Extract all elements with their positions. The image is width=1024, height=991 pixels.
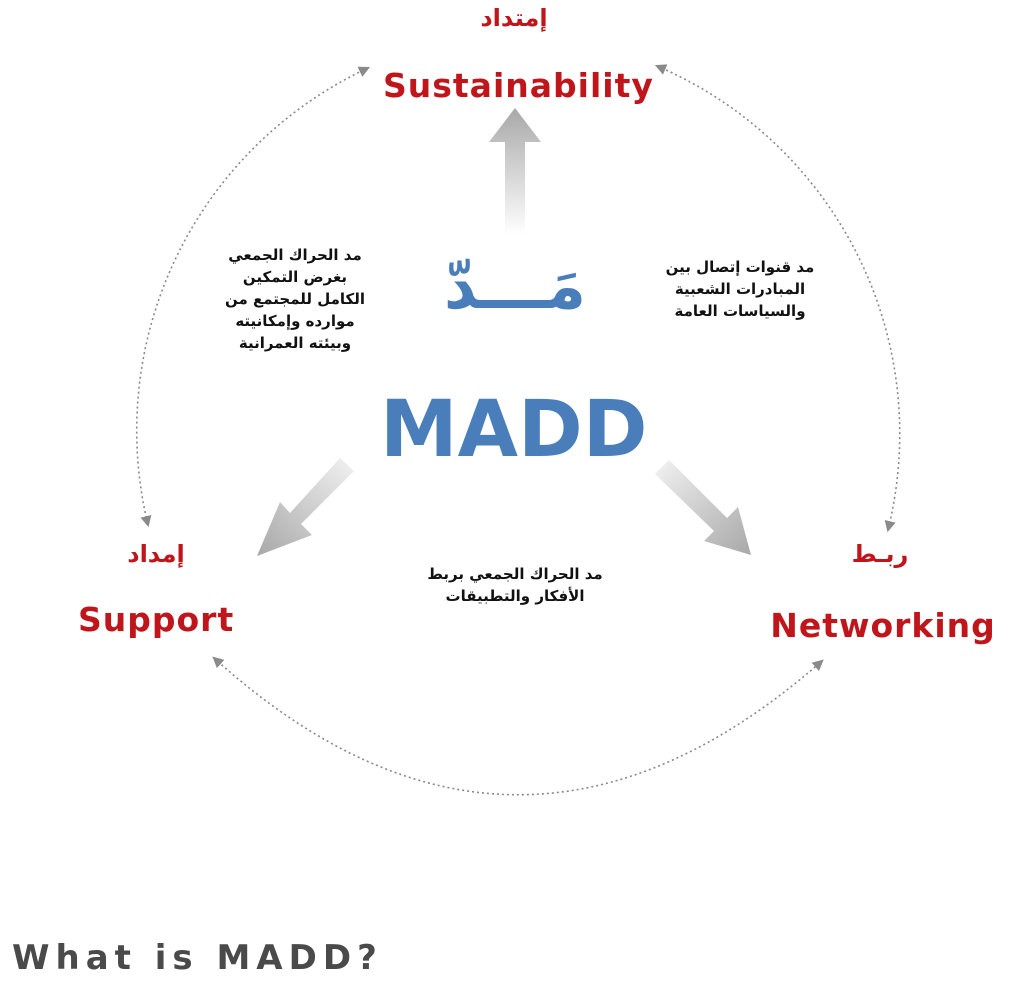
arrow-up-to-sustainability — [489, 108, 541, 235]
description-left-line: الكامل للمجتمع من — [224, 290, 366, 308]
madd-title: MADD — [380, 385, 648, 475]
description-right-line: والسياسات العامة — [674, 302, 806, 320]
description-bottom-line: مد الحراك الجمعي بربط — [427, 565, 603, 583]
sustainability-label: Sustainability — [383, 66, 654, 105]
footer-caption: What is MADD? — [12, 938, 383, 978]
support-label: Support — [78, 600, 235, 639]
description-left-line: موارده وإمكانيته — [235, 312, 355, 330]
cycle-arc-bottom — [212, 656, 824, 796]
description-left: مد الحراك الجمعي بغرض التمكين الكامل للم… — [190, 244, 400, 354]
networking-label: Networking — [770, 606, 996, 645]
arrow-down-left-to-support — [257, 458, 354, 556]
description-left-line: بغرض التمكين — [242, 268, 348, 286]
description-left-line: وبيئته العمرانية — [238, 334, 352, 352]
arrow-down-right-to-networking — [655, 460, 751, 555]
networking-label-ar: ربـط — [851, 540, 909, 568]
description-right-line: المبادرات الشعبية — [674, 280, 806, 298]
sustainability-label-ar: إمتداد — [480, 4, 548, 32]
description-bottom: مد الحراك الجمعي بربط الأفكار والتطبيقات — [395, 563, 635, 607]
description-bottom-line: الأفكار والتطبيقات — [445, 587, 585, 605]
cycle-arc-top-left — [135, 66, 371, 528]
description-left-line: مد الحراك الجمعي — [228, 246, 362, 264]
support-label-ar: إمداد — [127, 540, 185, 568]
description-right-line: مد قنوات إتصال بين — [665, 258, 815, 276]
madd-title-arabic: مَـــدّ — [443, 250, 587, 324]
description-right: مد قنوات إتصال بين المبادرات الشعبية وال… — [640, 256, 840, 322]
cycle-arc-top-right — [654, 64, 901, 533]
